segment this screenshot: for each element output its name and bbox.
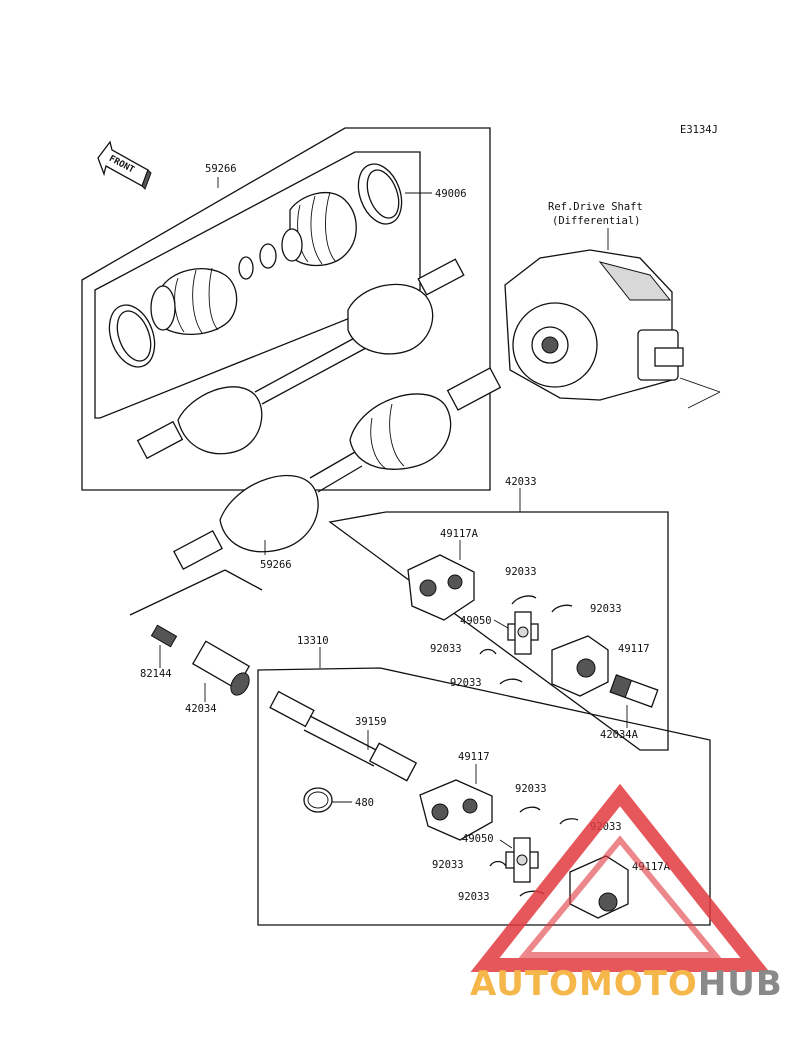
circlip-b [551, 604, 573, 613]
watermark-text-orange: AUTOMOTO [470, 964, 698, 1004]
yoke-49117a-upper [407, 554, 475, 621]
circlip-480 [303, 787, 333, 813]
label-92033-d: 92033 [450, 677, 482, 689]
label-92033-b: 92033 [590, 603, 622, 615]
circlip-f [559, 818, 579, 825]
label-92033-e: 92033 [515, 783, 547, 795]
label-82144: 82144 [140, 668, 172, 680]
label-59266-top: 59266 [205, 163, 237, 175]
joint-kit-box-upper [328, 511, 669, 751]
circlip-e [519, 806, 541, 813]
label-49050-top: 49050 [460, 615, 492, 627]
label-49006: 49006 [435, 188, 467, 200]
clamp-ring-large-top [357, 163, 403, 225]
label-49117-top: 49117 [618, 643, 650, 655]
label-92033-g: 92033 [432, 859, 464, 871]
circlip-d [499, 678, 523, 685]
drive-shaft-upper [136, 258, 465, 460]
propeller-shaft-39159 [269, 690, 418, 782]
label-49117a-top: 49117A [440, 528, 479, 540]
differential-housing [504, 249, 684, 401]
watermark-text: AUTOMOTOHUB [470, 964, 783, 1004]
label-13310: 13310 [297, 635, 329, 647]
ref-differential-label: (Differential) [552, 215, 641, 227]
cv-boot-lower [150, 267, 238, 336]
label-59266-bottom: 59266 [260, 559, 292, 571]
label-42033: 42033 [505, 476, 537, 488]
label-92033-h: 92033 [458, 891, 490, 903]
diagram-code: E3134J [680, 124, 718, 136]
sleeve-42034 [191, 640, 251, 696]
label-42034a: 42034A [600, 729, 639, 741]
cv-boot-upper [281, 191, 357, 267]
splined-shaft-42034a [609, 674, 659, 708]
label-49117-bottom: 49117 [458, 751, 490, 763]
label-480: 480 [355, 797, 374, 809]
cross-spider-upper [507, 611, 539, 655]
ref-drive-shaft-label: Ref.Drive Shaft [548, 201, 643, 213]
label-92033-a: 92033 [505, 566, 537, 578]
circlip-a [511, 595, 537, 605]
circlip-g [489, 860, 507, 867]
yoke-49117-upper [551, 635, 609, 697]
label-39159: 39159 [355, 716, 387, 728]
clamp-ring-small-2 [238, 256, 254, 280]
watermark-logo: AUTOMOTOHUB [470, 783, 783, 1004]
label-92033-c: 92033 [430, 643, 462, 655]
label-42034: 42034 [185, 703, 217, 715]
clamp-ring-small-1 [259, 243, 277, 269]
yoke-49117-lower [419, 779, 493, 841]
boot-kit-box [94, 151, 421, 419]
watermark-triangle-icon [470, 783, 770, 972]
circlip-c [479, 648, 497, 655]
outer-kit-box [81, 127, 491, 491]
joint-kit-box-lower [257, 667, 711, 926]
cross-spider-lower [505, 837, 539, 883]
label-49050-bottom: 49050 [462, 833, 494, 845]
clamp-ring-large-left [108, 304, 156, 368]
drive-shaft-lower [173, 367, 502, 571]
spring-82144 [150, 624, 178, 648]
front-arrow-icon: FRONT [97, 140, 152, 190]
watermark-text-gray: HUB [698, 964, 783, 1004]
